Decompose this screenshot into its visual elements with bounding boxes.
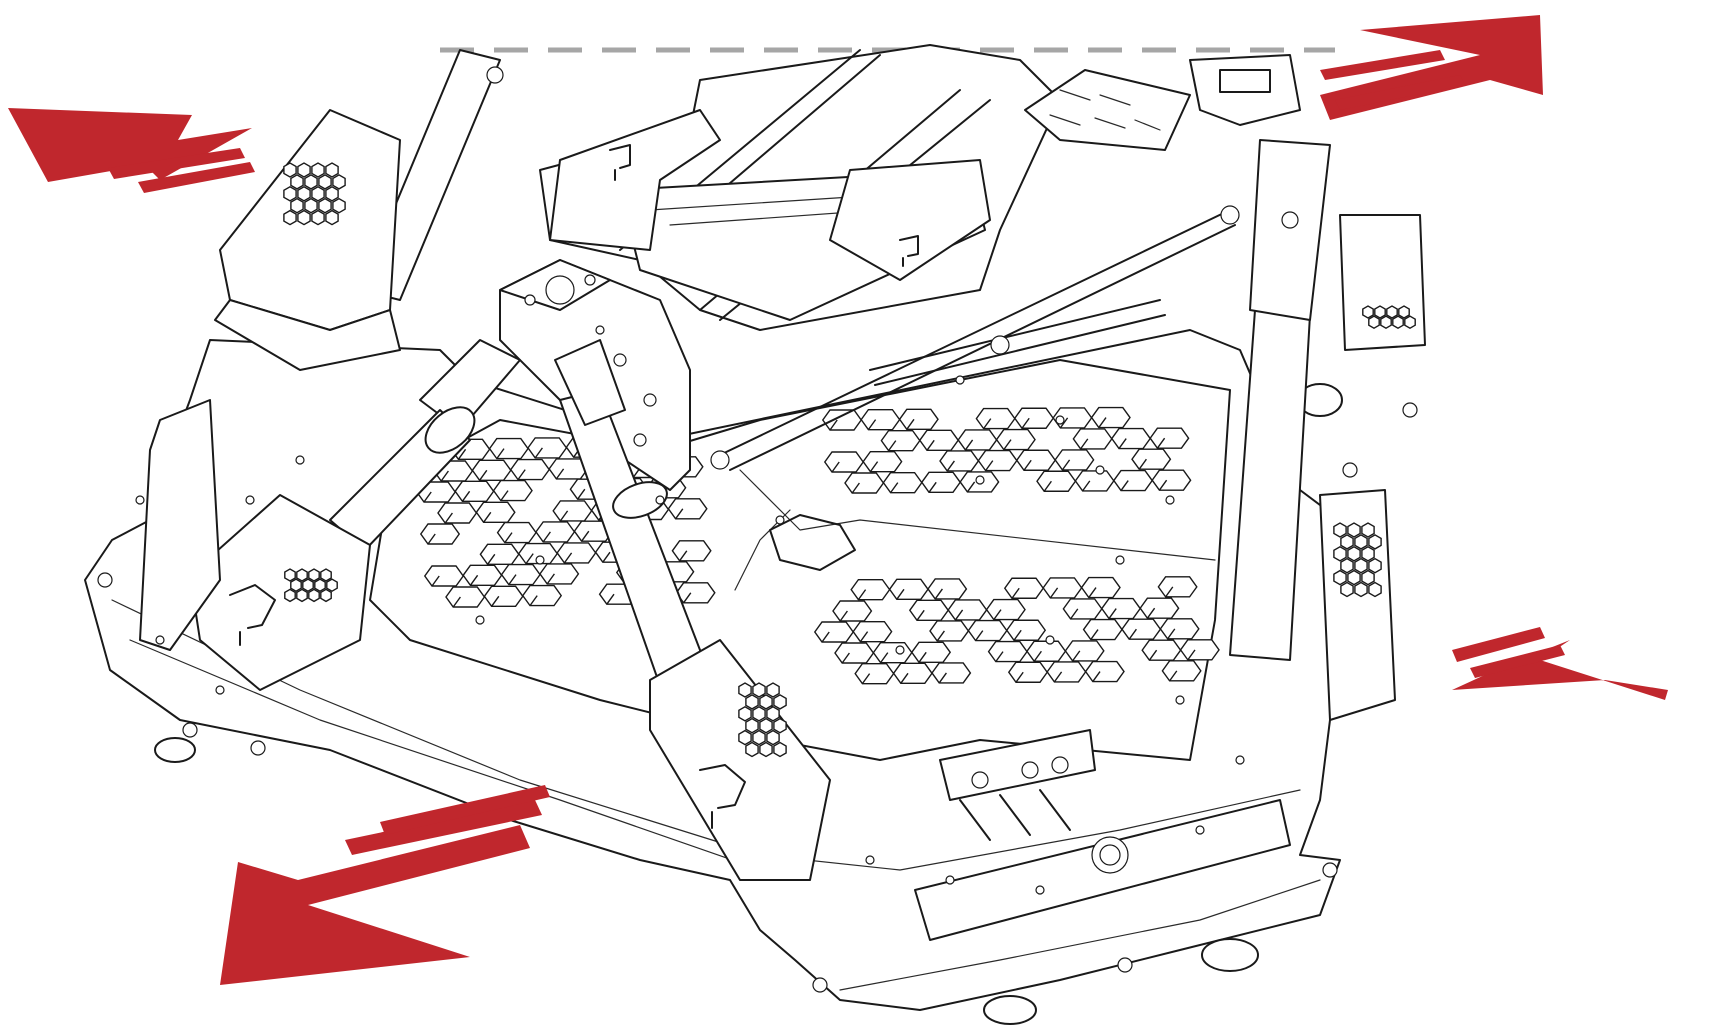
motor-housing-center: [649, 639, 831, 881]
arrow-bottom-left: [220, 785, 550, 985]
actuator-arm-right: [1229, 139, 1331, 661]
bolt-holes: [135, 325, 1245, 895]
logo-mark-small: [609, 144, 919, 267]
gas-struts: [710, 205, 1240, 471]
actuator-arm-left: [329, 339, 521, 551]
seat-rail-assembly: [539, 44, 1301, 331]
arrow-top-right: [1320, 15, 1543, 120]
caster-wheels: [154, 383, 1343, 1025]
hex-pattern-right: [813, 576, 1220, 685]
hex-pattern-top-right: [821, 406, 1192, 494]
logo-mark-large-center: [699, 764, 746, 829]
logo-mark-large-left: [229, 584, 276, 646]
arrow-top-left: [8, 108, 255, 193]
motor-housing-left: [139, 399, 371, 691]
motor-housing-top-left: [214, 109, 401, 371]
front-panel: [914, 729, 1291, 941]
motor-housing-right: [1319, 214, 1426, 721]
arrow-right: [1452, 627, 1668, 700]
